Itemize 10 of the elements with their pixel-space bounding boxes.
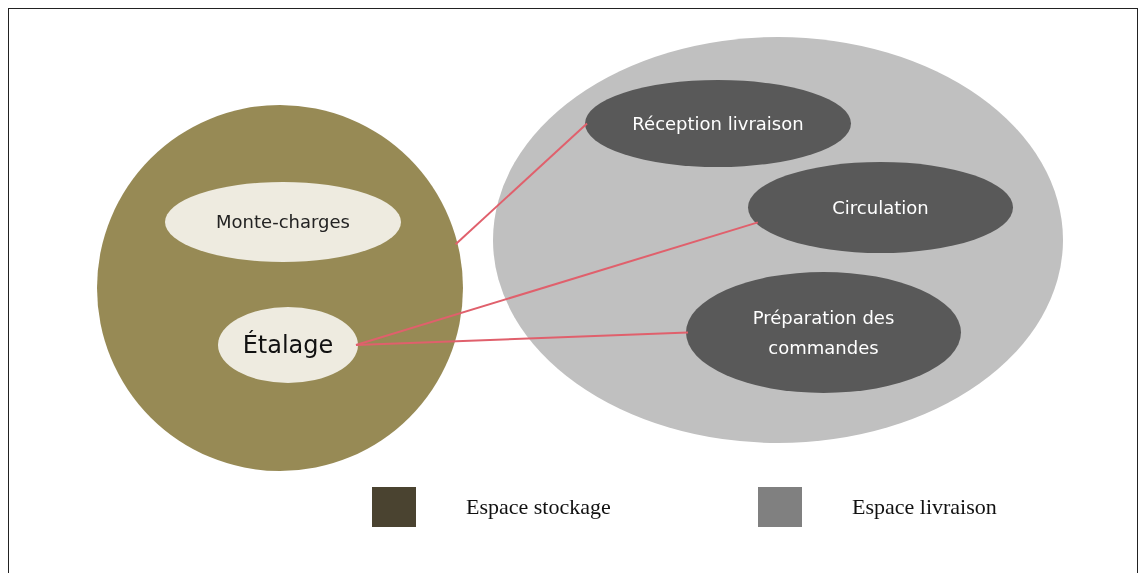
node-label: Circulation <box>832 195 929 220</box>
node-label: Préparation des commandes <box>751 305 896 360</box>
legend-label: Espace livraison <box>852 494 997 520</box>
connector-line <box>454 122 588 246</box>
node-label: Étalage <box>242 330 334 360</box>
connector-line <box>355 331 689 346</box>
legend-label: Espace stockage <box>466 494 611 520</box>
node-label: Monte-charges <box>216 210 350 234</box>
connector-line <box>355 221 759 346</box>
node-label: Réception livraison <box>632 111 804 136</box>
